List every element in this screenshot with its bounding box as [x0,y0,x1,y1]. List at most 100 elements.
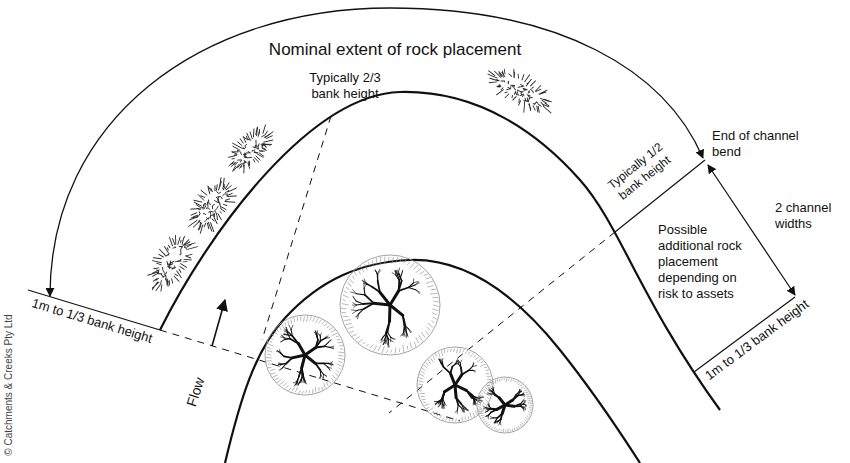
tree-branch [401,332,404,336]
tree-branch [485,411,488,413]
height-note: Typically 2/3 bank height [298,70,393,102]
tree-branch [441,405,442,408]
tree-branch [320,336,321,341]
tree-branch [493,390,494,394]
tree-branch [381,337,383,340]
tree-branch [390,291,399,305]
tree-branch [388,332,391,338]
tree [477,377,533,433]
flow-arrow [212,300,225,346]
tree-branch [292,336,298,344]
tree-branch [489,404,490,407]
tree-branch [391,338,395,340]
tree-branch [301,379,303,382]
tree-branch [298,344,305,355]
tree-branch [304,380,306,382]
tree-branch [460,360,462,363]
tree [265,315,345,395]
tree-branch [399,281,402,291]
height-note: 1m to 1/3 bank height [30,295,154,347]
tree-branch [524,401,525,404]
tree-branch [305,355,315,363]
tree-branch [363,302,374,305]
tree-branch [455,410,457,413]
tree-branch [455,385,456,398]
tree-branch [524,404,526,405]
tree-branch [403,325,405,332]
tree-branch [358,314,359,319]
tree-branch [404,325,406,332]
tree-branch [514,405,520,407]
tree-branch [328,367,331,368]
tree-branch [388,305,392,322]
tree-branch [298,382,300,385]
tree-branch [382,337,384,341]
tree [417,347,493,423]
tree-branch [490,417,493,418]
tree-branch [303,375,305,380]
tree-branch [522,394,525,395]
tree-branch [465,408,468,411]
tree-branch [281,340,285,342]
tree-branch [404,332,406,336]
tree-branch [494,421,495,423]
tree-branch [321,375,324,378]
tree-branch [405,325,407,331]
tree-branch [524,407,526,408]
tree-branch [465,408,468,411]
tree-branch [366,283,372,287]
tree-branch [278,364,281,365]
tree-branch [458,405,462,408]
tree-branch [380,292,390,305]
tree-branch [409,329,412,332]
tree-branch [354,305,357,308]
tree-branch [522,393,524,395]
tree-branch [403,315,406,325]
tree-branch [456,361,458,363]
tree-branch [402,271,403,275]
tree-branch [398,270,400,274]
tree-branch [395,271,398,274]
tree-branch [376,271,378,274]
tree-branch [444,405,445,408]
tree-branch [330,347,334,349]
outer-bank [160,92,720,410]
tree-branch [325,337,328,339]
flow-label: Flow [183,375,209,408]
tree-branch [438,404,440,407]
tree-branch [444,367,451,373]
tree-branch [320,338,324,341]
tree-branch [277,351,280,353]
tree-branch [328,340,330,343]
tree-branch [302,368,304,375]
tree-branch [498,419,501,421]
tree-branch [284,356,292,358]
tree-branch [497,414,502,418]
tree-branch [356,301,363,304]
tree-branch [283,334,287,336]
tree-branch [315,332,317,335]
tree-branch [316,335,318,340]
tree-branch [324,363,329,364]
tree-branch [415,283,419,285]
shrub-strokes [480,56,563,124]
tree-branch [353,311,357,314]
tree-branch [462,371,469,375]
tree-branch [505,400,513,405]
tree-branch [375,270,377,274]
tree-branch [406,331,407,335]
tree-branch [330,347,334,348]
tree-branch [522,394,525,396]
tree-branch [363,282,366,284]
tree-branch [375,270,377,274]
note-text: Possible additional rock placement depen… [658,222,758,302]
tree-branch [316,346,325,347]
tree-branch [293,382,296,383]
tree-branch [455,375,462,386]
tree-branch [450,367,452,374]
tree-branch [461,404,465,408]
tree-branch [520,391,522,393]
tree-branch [377,269,380,274]
tree-branch [488,412,491,416]
